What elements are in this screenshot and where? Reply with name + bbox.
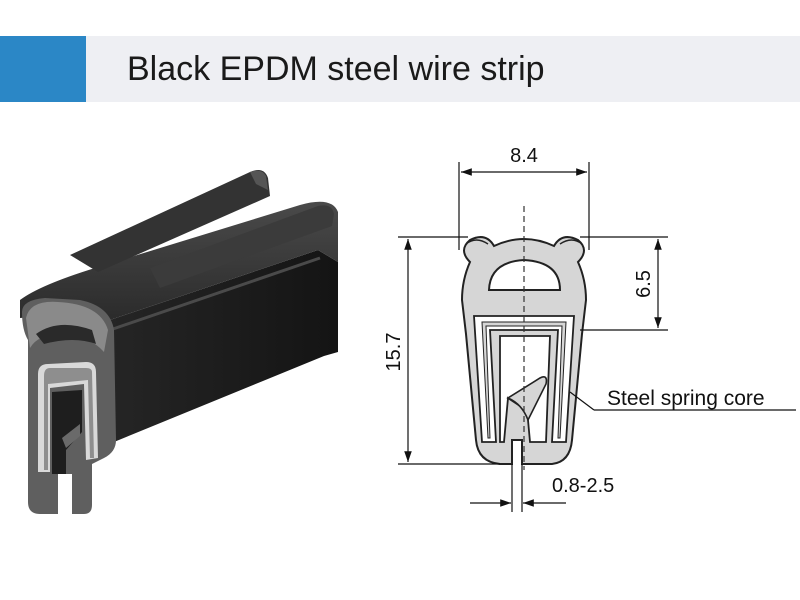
steel-core-callout: Steel spring core bbox=[569, 387, 796, 411]
cross-section-outline bbox=[460, 206, 588, 470]
width-label: 8.4 bbox=[510, 145, 538, 167]
title-banner: Black EPDM steel wire strip bbox=[0, 36, 800, 102]
grip-range-label: 0.8-2.5 bbox=[552, 475, 614, 497]
page-title: Black EPDM steel wire strip bbox=[127, 50, 545, 88]
rubber-strip-photo bbox=[20, 170, 338, 514]
title-accent-block bbox=[0, 36, 86, 102]
callout-label: Steel spring core bbox=[607, 387, 765, 410]
dimension-height: 15.7 bbox=[383, 236, 500, 465]
dimension-upper-height: 6.5 bbox=[580, 236, 668, 331]
dimension-width: 8.4 bbox=[458, 145, 590, 250]
upper-height-label: 6.5 bbox=[633, 270, 655, 298]
height-label: 15.7 bbox=[383, 333, 405, 372]
dimension-grip-range: 0.8-2.5 bbox=[470, 464, 614, 512]
